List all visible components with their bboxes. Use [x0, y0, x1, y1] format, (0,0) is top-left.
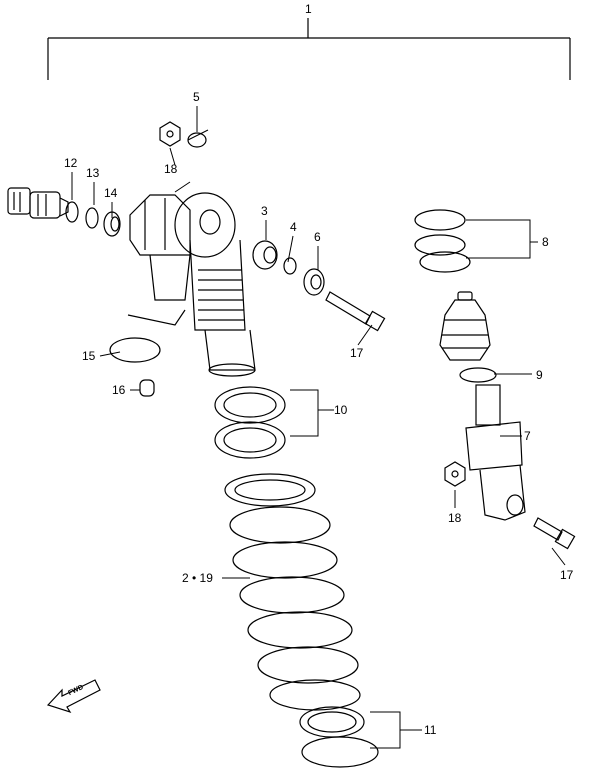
- adjuster-part: [7, 187, 69, 219]
- label-11: 11: [424, 723, 437, 737]
- spring-2: [224, 473, 361, 711]
- label-13: 13: [86, 166, 100, 180]
- shock-absorber-body: [129, 192, 256, 377]
- label-9: 9: [536, 368, 543, 382]
- label-7: 7: [524, 429, 531, 443]
- bump-stop: [439, 291, 491, 361]
- washer-6: [303, 268, 325, 296]
- label-5: 5: [193, 90, 200, 104]
- lock-nuts-10: [214, 386, 286, 459]
- label-14: 14: [104, 186, 118, 200]
- nut-18-lower: [444, 461, 466, 487]
- washer-5: [187, 132, 207, 148]
- bolt-17-lower: [533, 517, 576, 550]
- label-10: 10: [334, 403, 348, 417]
- nut-18-upper: [159, 121, 181, 147]
- label-2-19: 2 • 19: [182, 571, 213, 585]
- label-17-upper: 17: [350, 346, 364, 360]
- washer-9: [459, 367, 497, 383]
- assembly-bracket: [47, 18, 571, 80]
- leader-lines: [71, 106, 566, 749]
- label-8: 8: [542, 235, 549, 249]
- spring-seat-11: [299, 706, 379, 768]
- rod-end-7: [465, 384, 526, 521]
- label-1: 1: [305, 2, 312, 16]
- bolt-17-upper: [325, 291, 386, 332]
- o-rings-12-13: [65, 201, 121, 237]
- label-18-upper: 18: [164, 162, 178, 176]
- cap-16: [139, 379, 155, 397]
- label-16: 16: [112, 383, 126, 397]
- label-3: 3: [261, 204, 268, 218]
- label-18-lower: 18: [448, 511, 462, 525]
- label-12: 12: [64, 156, 78, 170]
- fwd-arrow-icon: [46, 679, 101, 714]
- label-15: 15: [82, 349, 96, 363]
- label-6: 6: [314, 230, 321, 244]
- label-4: 4: [290, 220, 297, 234]
- label-17-lower: 17: [560, 568, 574, 582]
- stopper-rings-8: [414, 209, 471, 273]
- ring-15: [109, 309, 186, 363]
- bushing-3: [252, 240, 278, 270]
- circlip-4: [283, 257, 297, 275]
